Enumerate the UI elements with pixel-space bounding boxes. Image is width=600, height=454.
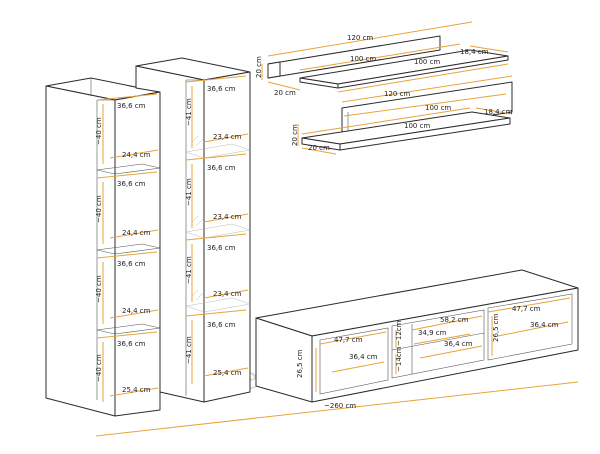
tv-unit-front [311,287,579,403]
glass-c4-depth: 25,4 cm [213,369,242,377]
glass-c2-depth: 23,4 cm [213,213,242,221]
left-c3-depth: 24,4 cm [122,307,151,315]
glass-c2-height: ~41 cm [185,178,193,206]
left-c4-depth: 25,4 cm [122,386,151,394]
glass-shelf-3 [185,297,251,313]
overall-width-label: ~260 cm [324,402,356,410]
glass-cabinet: 36,6 cm ~41 cm 23,4 cm 36,6 cm ~41 cm 23… [135,57,251,403]
tv-right-width: 47,7 cm [512,305,541,313]
tv-middle-lower-height: ~14cm [395,346,403,372]
tv-right-bay [487,293,573,361]
left-c1-depth: 24,4 cm [122,151,151,159]
tv-unit: 47,7 cm 36,4 cm 26,5 cm 58,2 cm 34,9 cm … [255,269,579,403]
overall-width-line [95,381,579,437]
tv-right-height: 26,5 cm [492,313,500,342]
glass-c4-width: 36,6 cm [207,321,236,329]
left-c3-height: ~40 cm [95,275,103,303]
shelf-top-depth: 18,4 cm [460,48,489,56]
glass-c3-width: 36,6 cm [207,244,236,252]
tv-middle-inner-width: 34,9 cm [418,329,447,337]
glass-shelf-1 [185,143,251,159]
tv-middle-depth: 36,4 cm [444,340,473,348]
left-c2-height: ~40 cm [95,195,103,223]
glass-c1-depth: 23,4 cm [213,133,242,141]
glass-c2-width: 36,6 cm [207,164,236,172]
left-c3-width: 36,6 cm [117,260,146,268]
tv-left-bay [319,327,389,395]
left-c4-height: ~40 cm [95,354,103,382]
glass-shelf-2 [185,223,251,239]
left-c4-width: 36,6 cm [117,340,146,348]
shelf-bottom-panel-height: 20 cm [291,124,299,146]
wall-shelf-bottom: 120 cm 20 cm 20 cm 100 cm 100 cm 18,4 cm [291,75,513,155]
shelf-top-panel-depth: 20 cm [274,89,296,97]
glass-c3-depth: 23,4 cm [213,290,242,298]
glass-c1-width: 36,6 cm [207,85,236,93]
shelf-top-width-front: 100 cm [414,58,440,66]
shelf-top-panel-width: 120 cm [347,34,373,42]
left-cabinet: 36,6 cm ~40 cm 24,4 cm 36,6 cm ~40 cm 24… [45,77,161,417]
shelf-bottom-width-front: 100 cm [404,122,430,130]
tv-right-depth: 36,4 cm [530,321,559,329]
shelf-bottom-panel-depth: 20 cm [308,144,330,152]
tv-middle-bay [391,309,485,379]
left-c2-depth: 24,4 cm [122,229,151,237]
shelf-bottom-panel-width: 120 cm [384,90,410,98]
tv-left-depth: 36,4 cm [349,353,378,361]
left-c1-height: ~40 cm [95,117,103,145]
shelf-top-panel-height: 20 cm [255,56,263,78]
left-cabinet-side [45,85,116,417]
overall-width-dimension: ~260 cm [95,381,579,437]
tv-middle-upper-height: ~12cm [395,320,403,346]
tv-middle-width: 58,2 cm [440,316,469,324]
shelf-bottom-depth: 18,4 cm [484,108,513,116]
shelf-top-width-back: 100 cm [350,55,376,63]
left-c1-width: 36,6 cm [117,102,146,110]
left-c2-width: 36,6 cm [117,180,146,188]
wall-shelf-top: 120 cm 20 cm 20 cm 100 cm 100 cm 18,4 cm [255,21,509,97]
tv-left-height: 26,5 cm [296,349,304,378]
glass-c3-height: ~41 cm [185,256,193,284]
tv-left-width: 47,7 cm [334,336,363,344]
shelf-bottom-width-back: 100 cm [425,104,451,112]
glass-c1-height: ~41 cm [185,98,193,126]
glass-c4-height: ~41 cm [185,336,193,364]
